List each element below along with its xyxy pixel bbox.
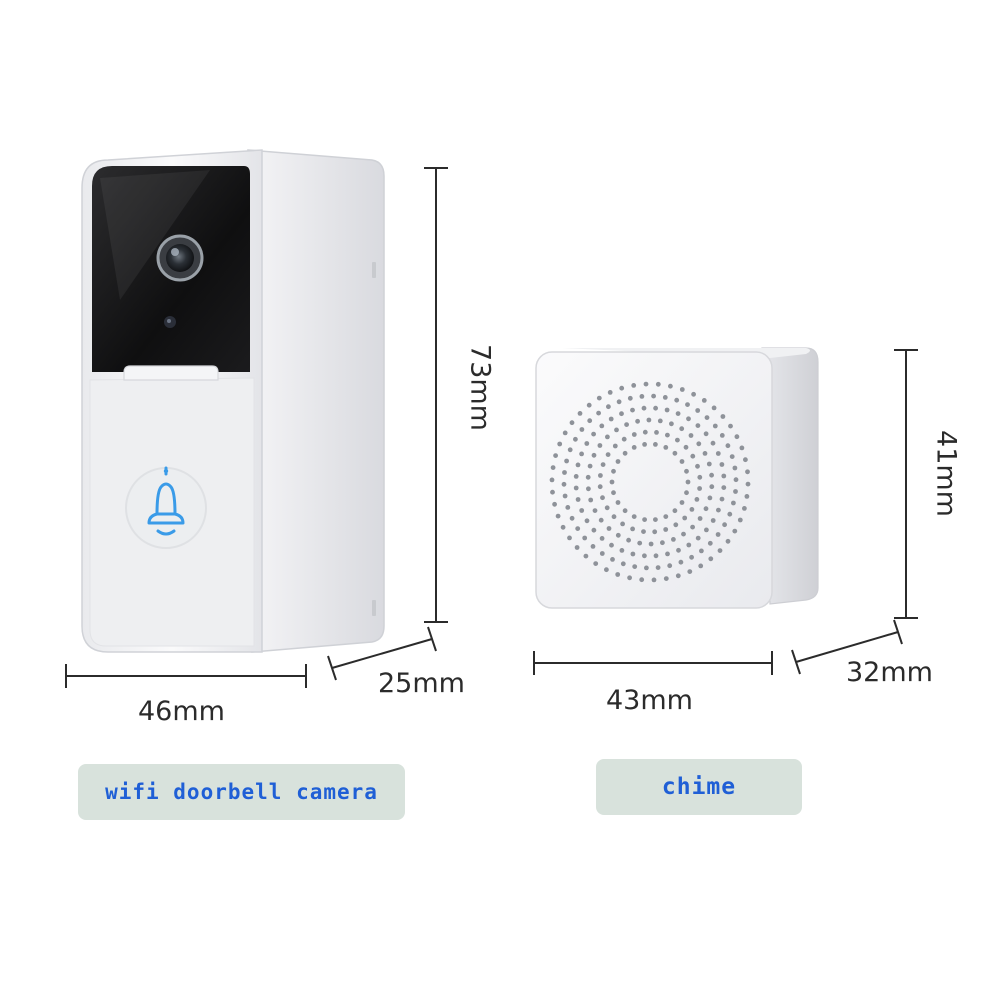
doorbell-dimension-lines xyxy=(65,167,448,688)
chime-device xyxy=(535,347,819,609)
doorbell-depth-label: 25mm xyxy=(378,668,465,699)
chime-side xyxy=(761,347,819,605)
chime-height-label: 41mm xyxy=(930,430,962,517)
speaker-grille-icon xyxy=(549,381,751,583)
doorbell-width-label: 46mm xyxy=(138,696,225,727)
chime-label-box: chime xyxy=(596,759,802,815)
doorbell-camera xyxy=(81,149,385,653)
doorbell-button xyxy=(125,467,207,549)
chime-label: chime xyxy=(661,774,737,800)
doorbell-side xyxy=(247,149,385,653)
chime-width-label: 43mm xyxy=(606,685,693,716)
doorbell-label: wifi doorbell camera xyxy=(105,780,378,804)
doorbell-height-label: 73mm xyxy=(464,344,496,431)
chime-front xyxy=(535,351,773,609)
chime-dimension-lines xyxy=(533,349,918,675)
chime-depth-label: 32mm xyxy=(846,657,933,688)
doorbell-label-box: wifi doorbell camera xyxy=(78,764,405,820)
